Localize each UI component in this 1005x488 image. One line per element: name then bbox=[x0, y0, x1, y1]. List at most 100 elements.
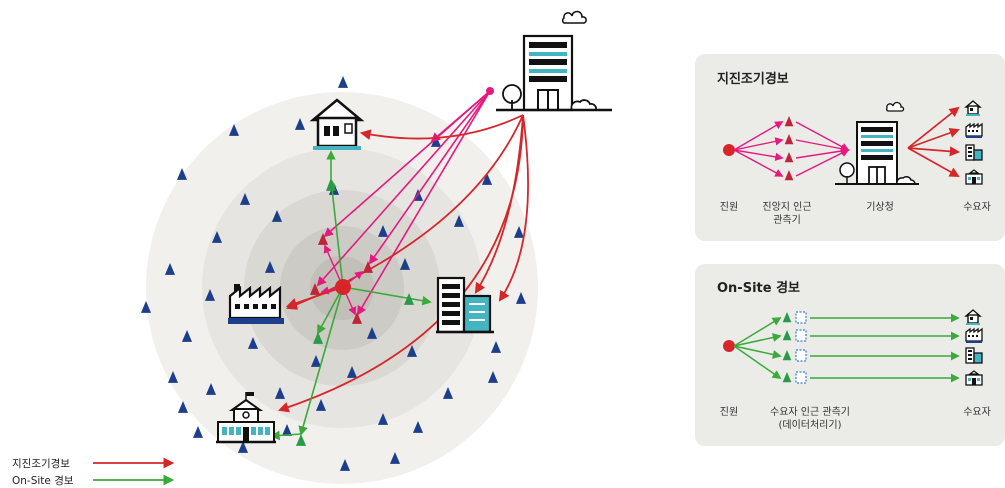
seismometer-icon bbox=[192, 426, 204, 438]
seismometer-icon bbox=[295, 434, 307, 446]
eew-station-label-line1: 진앙지 인근 bbox=[762, 202, 812, 213]
data-processor-icon bbox=[795, 311, 807, 324]
seismometer-icon bbox=[312, 332, 324, 344]
office-building-icon bbox=[436, 276, 494, 334]
school-icon bbox=[965, 169, 983, 185]
onsite-arrow bbox=[270, 430, 302, 441]
telemetry-line bbox=[795, 149, 850, 177]
eew-arrow-office-2 bbox=[498, 114, 529, 302]
eew-source-label: 진원 bbox=[719, 202, 739, 213]
school-icon bbox=[965, 370, 983, 386]
telemetry-line bbox=[733, 121, 784, 151]
seismometer-icon bbox=[513, 226, 525, 238]
seismometer-icon bbox=[366, 327, 378, 339]
house-icon bbox=[309, 98, 365, 150]
seismometer-icon bbox=[377, 413, 389, 425]
seismometer-icon bbox=[515, 292, 527, 304]
eew-arrow bbox=[907, 147, 960, 177]
onsite-arrow bbox=[733, 317, 782, 347]
epicenter-icon bbox=[723, 340, 735, 352]
onsite-arrows bbox=[270, 150, 432, 441]
seismometer-icon bbox=[782, 350, 792, 361]
legend-onsite-label: On-Site 경보 bbox=[12, 475, 74, 487]
eew-arrow-factory bbox=[285, 114, 524, 310]
seismometer-icon bbox=[346, 366, 358, 378]
telemetry-hub-icon bbox=[486, 87, 494, 95]
seismometer-icon bbox=[339, 459, 351, 471]
seismometer-icon bbox=[782, 372, 792, 383]
telemetry-line bbox=[795, 146, 850, 159]
house-icon bbox=[964, 100, 982, 116]
onsite-source-label: 진원 bbox=[719, 407, 739, 418]
seismometer-icon bbox=[274, 387, 286, 399]
seismometer-icon bbox=[167, 371, 179, 383]
cloud-icon bbox=[561, 10, 587, 24]
seismometer-icon bbox=[164, 263, 176, 275]
seismometer-icon bbox=[782, 330, 792, 341]
data-processor-icon bbox=[795, 349, 807, 362]
seismometer-icon bbox=[337, 76, 349, 88]
seismometer-icon bbox=[281, 424, 293, 436]
onsite-arrow bbox=[733, 345, 782, 380]
house-icon bbox=[964, 309, 982, 325]
eew-arrow-office bbox=[474, 114, 524, 294]
telemetry-line bbox=[795, 139, 850, 153]
seismometer-icon bbox=[784, 116, 794, 127]
seismometer-icon bbox=[453, 215, 465, 227]
seismometer-icon bbox=[442, 387, 454, 399]
legend bbox=[93, 457, 175, 486]
telemetry-line bbox=[368, 90, 491, 265]
legend-eew-label: 지진조기경보 bbox=[12, 458, 70, 470]
seismometer-icon bbox=[309, 283, 321, 295]
seismometer-icon bbox=[247, 337, 259, 349]
telemetry-line bbox=[733, 149, 784, 162]
onsite-arrow bbox=[298, 286, 344, 436]
eew-arrow-house bbox=[359, 114, 524, 140]
epicenter-icon bbox=[723, 144, 735, 156]
seismometer-network bbox=[140, 76, 527, 471]
onsite-station-label-line1: 수요자 인근 관측기 bbox=[770, 407, 850, 418]
seismometer-icon bbox=[399, 258, 411, 270]
seismometer-icon bbox=[315, 399, 327, 411]
office-icon bbox=[965, 347, 983, 364]
data-processor-icon bbox=[795, 329, 807, 342]
seismometer-icon bbox=[481, 173, 493, 185]
seismometer-icon bbox=[784, 152, 794, 163]
seismometer-icon bbox=[351, 312, 363, 324]
panel-onsite-graphic bbox=[695, 264, 1005, 446]
seismometer-icon bbox=[310, 355, 322, 367]
eew-arrow bbox=[907, 127, 960, 149]
telemetry-line bbox=[316, 90, 491, 287]
factory-icon bbox=[228, 284, 284, 324]
weather-agency-building-icon bbox=[835, 101, 919, 185]
panel-eew-graphic bbox=[695, 54, 1005, 241]
eew-arrow bbox=[907, 146, 961, 157]
seismometer-icon bbox=[176, 168, 188, 180]
seismometer-icon bbox=[140, 301, 152, 313]
seismometer-icon bbox=[271, 210, 283, 222]
seismometer-icon bbox=[204, 289, 216, 301]
seismometer-icon bbox=[490, 341, 502, 353]
epicenter-icon bbox=[335, 279, 351, 295]
telemetry-line bbox=[733, 137, 784, 151]
onsite-arrow bbox=[327, 178, 344, 288]
seismometer-icon bbox=[389, 452, 401, 464]
telemetry-line bbox=[430, 90, 491, 143]
seismometer-icon bbox=[239, 193, 251, 205]
seismometer-icon bbox=[181, 330, 193, 342]
panel-onsite-title: On-Site 경보 bbox=[717, 281, 800, 296]
telemetry-line bbox=[357, 90, 491, 316]
seismometer-icon bbox=[177, 401, 189, 413]
eew-arrow-epicenter-factory bbox=[285, 286, 344, 309]
seismometer-icon bbox=[294, 118, 306, 130]
factory-icon bbox=[965, 122, 983, 138]
eew-arrow bbox=[907, 106, 960, 149]
onsite-users-label: 수요자 bbox=[963, 407, 991, 418]
seismometer-icon bbox=[317, 233, 329, 245]
seismometer-icon bbox=[412, 421, 424, 433]
weather-agency-building-icon bbox=[496, 10, 612, 112]
seismometer-icon bbox=[784, 134, 794, 145]
seismometer-icon bbox=[782, 312, 792, 323]
seismometer-icon bbox=[487, 371, 499, 383]
